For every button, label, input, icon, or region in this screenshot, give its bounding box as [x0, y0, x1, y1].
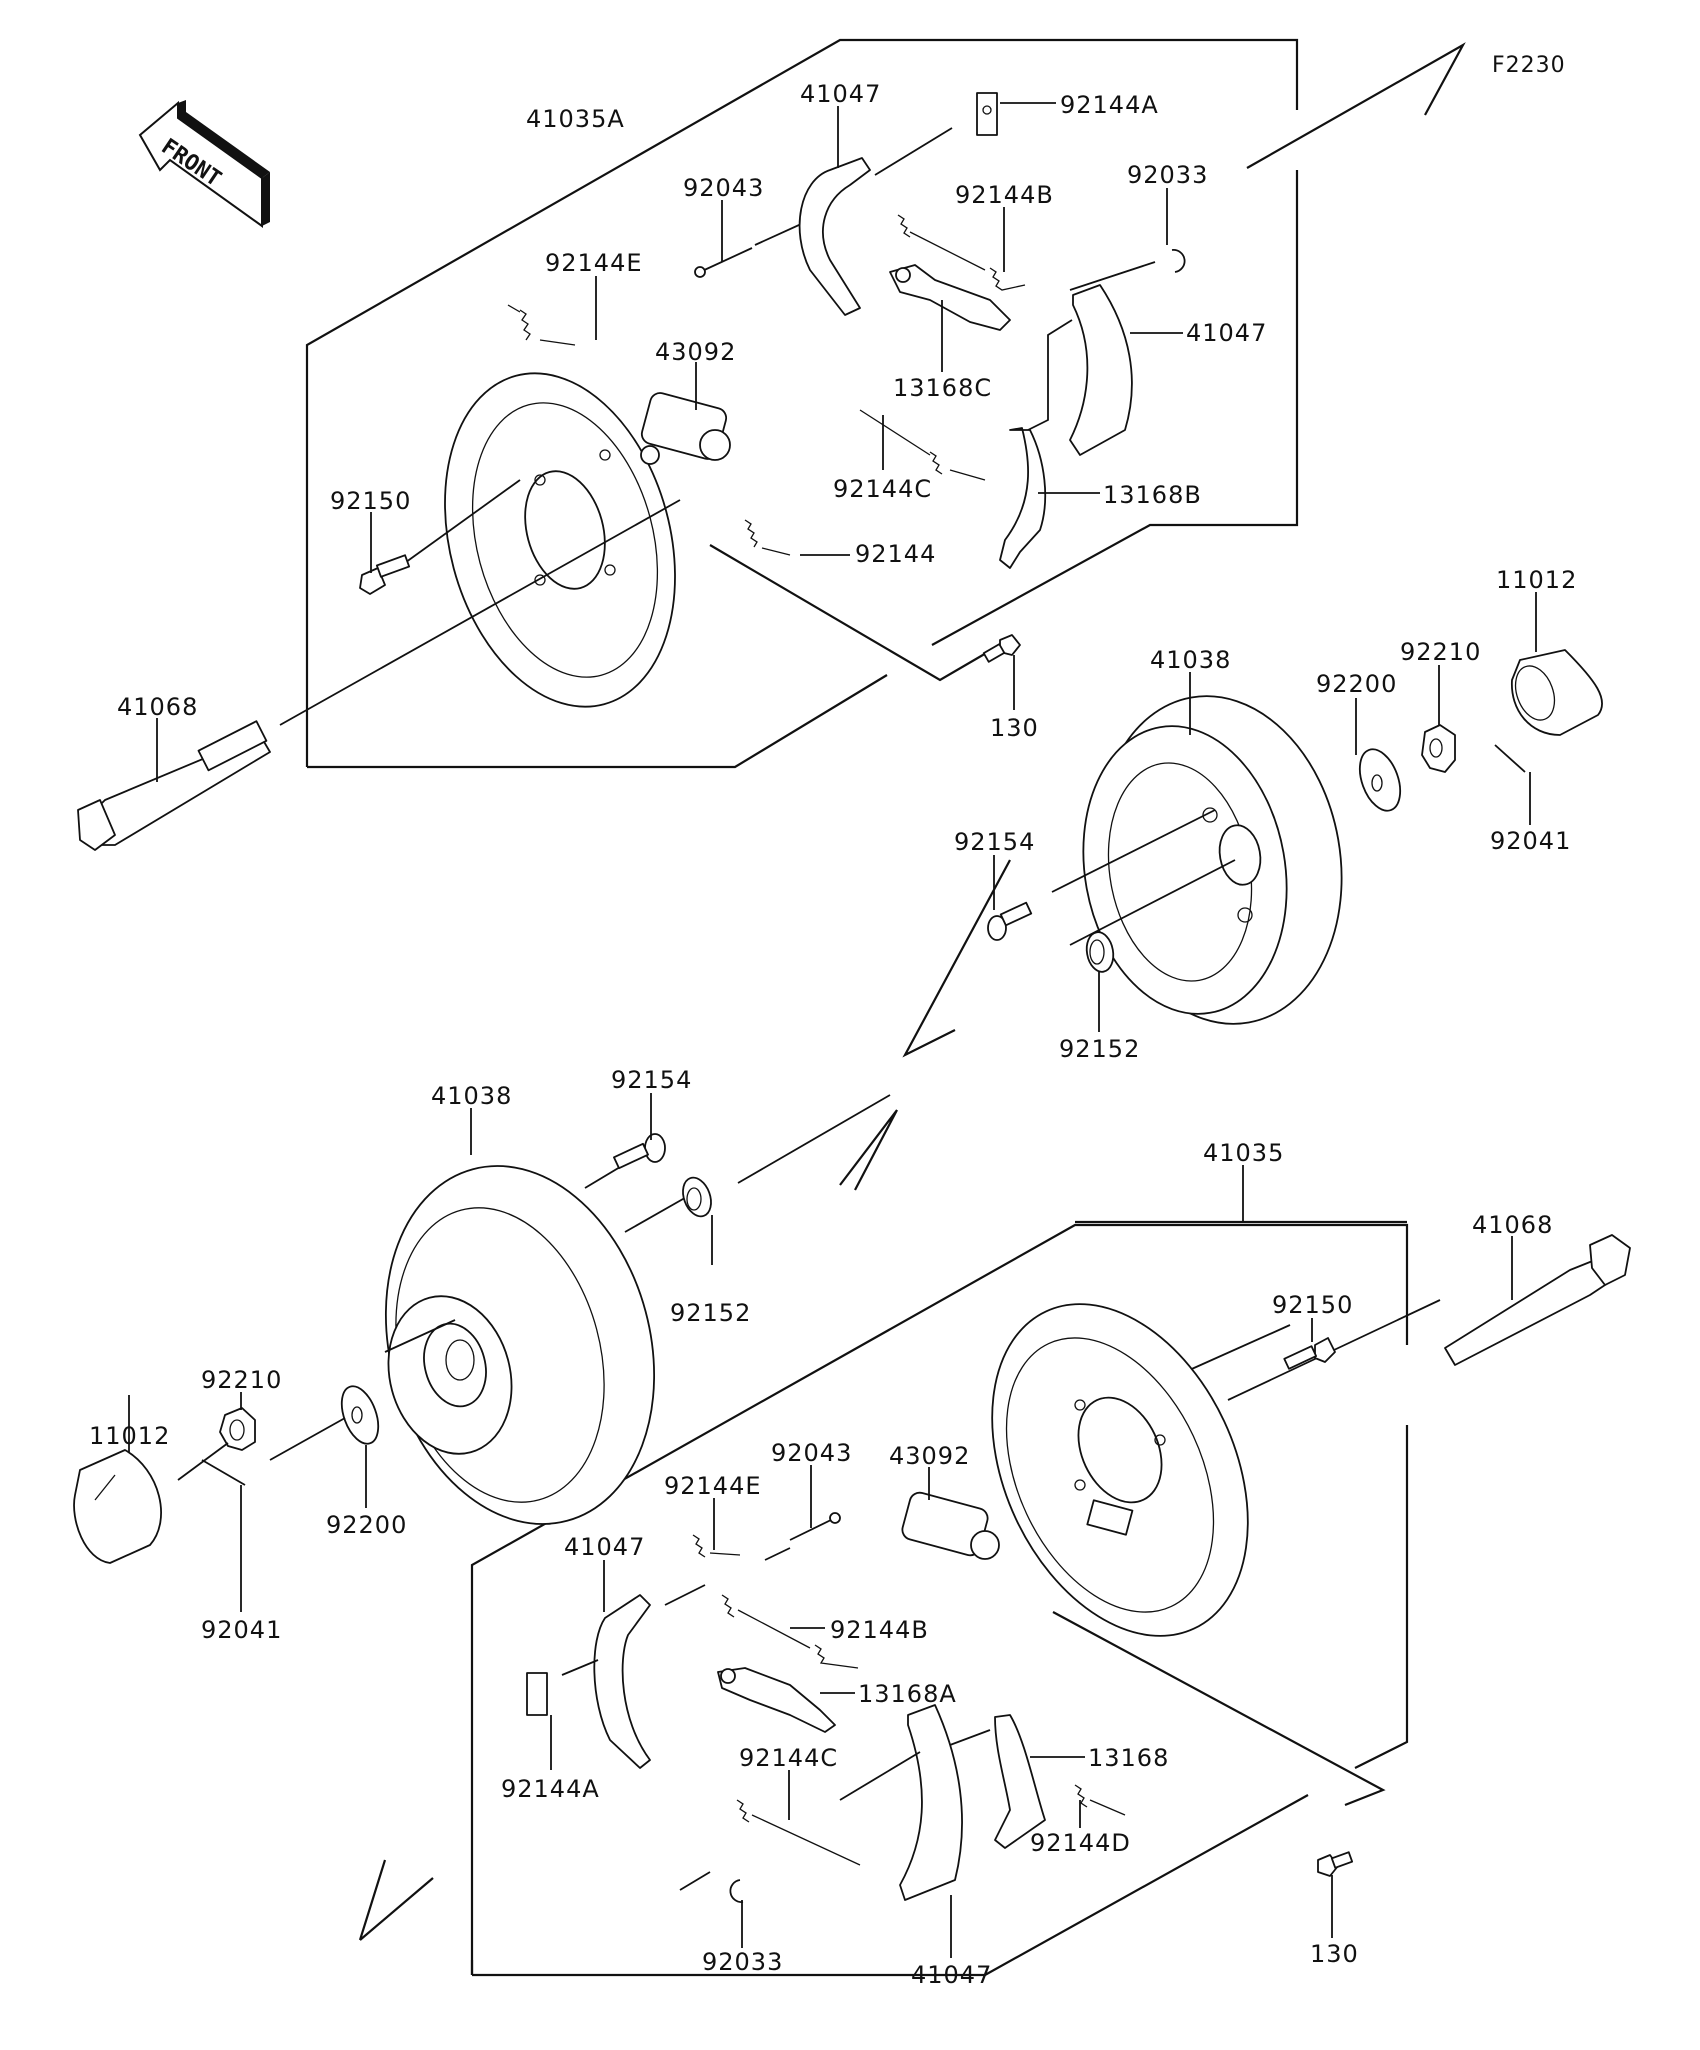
- label-92144d-lower: 92144D: [1030, 1829, 1131, 1857]
- upper-parts: [77, 92, 1603, 1032]
- label-11012-lower: 11012: [89, 1422, 170, 1450]
- figure-id: F2230: [1492, 53, 1566, 78]
- label-41068-lower: 41068: [1472, 1211, 1553, 1239]
- circlip-92033-upper: [1069, 188, 1186, 291]
- label-41038-lower: 41038: [431, 1082, 512, 1110]
- label-92144a-lower: 92144A: [501, 1775, 600, 1803]
- brake-drum-lower: [384, 1108, 656, 1525]
- front-arrow-icon: FRONT: [138, 100, 270, 228]
- label-92033-upper: 92033: [1127, 161, 1208, 189]
- brake-drum-upper: [1082, 672, 1343, 1025]
- lever-13168a-lower: [717, 1667, 855, 1733]
- label-43092-upper: 43092: [655, 338, 736, 366]
- cotter-pin-92041-upper: [1494, 744, 1531, 825]
- label-92144e-lower: 92144E: [664, 1472, 762, 1500]
- pin-92043-upper: [694, 200, 811, 278]
- lever-13168-lower: [949, 1714, 1085, 1849]
- label-92144b-upper: 92144B: [955, 181, 1054, 209]
- cap-11012-lower: [73, 1395, 162, 1564]
- label-92210-upper: 92210: [1400, 638, 1481, 666]
- label-92144c-upper: 92144C: [833, 475, 932, 503]
- label-13168c-upper: 13168C: [893, 374, 992, 402]
- label-92041-lower: 92041: [201, 1616, 282, 1644]
- brake-shoe-lower-left: [561, 1560, 706, 1769]
- nut-92210-upper: [1421, 665, 1456, 773]
- label-41068-upper: 41068: [117, 693, 198, 721]
- label-41035-lower: 41035: [1203, 1139, 1284, 1167]
- bolt-92150-lower: [1283, 1318, 1336, 1370]
- label-11012-upper: 11012: [1496, 566, 1577, 594]
- label-92150-upper: 92150: [330, 487, 411, 515]
- bolt-130-upper: [982, 634, 1021, 710]
- bolt-92150-upper: [359, 512, 411, 595]
- label-92144e-upper: 92144E: [545, 249, 643, 277]
- spring-92144d-lower: [1074, 1784, 1126, 1828]
- spring-92144b-lower: [721, 1594, 859, 1669]
- spring-92144e-upper: [507, 276, 597, 346]
- label-92144-upper: 92144: [855, 540, 936, 568]
- label-92210-lower: 92210: [201, 1366, 282, 1394]
- label-41038-upper: 41038: [1150, 646, 1231, 674]
- spring-92144e-lower: [692, 1498, 741, 1558]
- label-92043-upper: 92043: [683, 174, 764, 202]
- label-13168a-lower: 13168A: [858, 1680, 957, 1708]
- upper-labels: 41035A 41047 92144A 92043 92144B 92033 9…: [117, 80, 1577, 1063]
- brake-panel-lower: [991, 1165, 1407, 1637]
- seal-92152-lower: [682, 1176, 713, 1265]
- label-92152-upper: 92152: [1059, 1035, 1140, 1063]
- label-41035a: 41035A: [526, 105, 625, 133]
- label-92152-lower: 92152: [670, 1299, 751, 1327]
- label-41047-upper-left: 41047: [800, 80, 881, 108]
- label-43092-lower: 43092: [889, 1442, 970, 1470]
- label-92150-lower: 92150: [1272, 1291, 1353, 1319]
- lower-labels: 92154 41038 41035 41068 92152 92150 9221…: [89, 1066, 1553, 1989]
- seal-92152-upper: [1085, 931, 1115, 1032]
- spring-92144c-upper: [859, 409, 986, 481]
- spring-92144c-lower: [679, 1770, 861, 1891]
- label-92200-upper: 92200: [1316, 670, 1397, 698]
- washer-92200-lower: [340, 1385, 380, 1508]
- bolt-92154-lower: [613, 1093, 666, 1170]
- cotter-pin-92041-lower: [201, 1459, 246, 1612]
- wheel-cylinder-upper: [640, 362, 731, 465]
- label-92144b-lower: 92144B: [830, 1616, 929, 1644]
- lever-13168c-upper: [889, 264, 1011, 372]
- label-41047-lower-left: 41047: [564, 1533, 645, 1561]
- wheel-cylinder-lower: [901, 1467, 1000, 1560]
- lower-parts: [73, 1093, 1631, 1958]
- upper-assembly-frame: [305, 38, 1466, 1058]
- label-41047-upper-right: 41047: [1186, 319, 1267, 347]
- label-130-lower: 130: [1310, 1940, 1359, 1968]
- brake-shoe-lower-bottom: [839, 1704, 963, 1958]
- circlip-92033-lower: [729, 1879, 744, 1948]
- brake-shoe-upper-right: [1027, 284, 1183, 456]
- lever-13168b-upper: [999, 427, 1100, 569]
- label-92200-lower: 92200: [326, 1511, 407, 1539]
- label-92144c-lower: 92144C: [739, 1744, 838, 1772]
- spring-92144-upper: [744, 519, 850, 556]
- label-92043-lower: 92043: [771, 1439, 852, 1467]
- axle-upper: [77, 718, 271, 851]
- cap-11012-upper: [1511, 592, 1603, 736]
- pin-92043-lower: [764, 1465, 841, 1561]
- label-92154-upper: 92154: [954, 828, 1035, 856]
- nut-92210-lower: [219, 1392, 256, 1451]
- spring-92144b-upper: [897, 207, 1026, 291]
- label-92033-lower: 92033: [702, 1948, 783, 1976]
- label-92154-lower: 92154: [611, 1066, 692, 1094]
- clip-92144a-upper: [976, 92, 1056, 136]
- clip-92144a-lower: [526, 1672, 552, 1770]
- label-13168-lower: 13168: [1088, 1744, 1169, 1772]
- washer-92200-upper: [1355, 698, 1402, 812]
- label-92041-upper: 92041: [1490, 827, 1571, 855]
- label-92144a-upper: 92144A: [1060, 91, 1159, 119]
- label-41047-lower-bottom: 41047: [911, 1961, 992, 1989]
- label-130-upper: 130: [990, 714, 1039, 742]
- axle-lower: [1444, 1234, 1631, 1366]
- label-13168b-upper: 13168B: [1103, 481, 1202, 509]
- bolt-92154-upper: [987, 855, 1033, 941]
- brake-shoe-upper-left: [798, 106, 953, 316]
- bolt-130-lower: [1317, 1851, 1354, 1938]
- lower-assembly-frame: [358, 1109, 1409, 1977]
